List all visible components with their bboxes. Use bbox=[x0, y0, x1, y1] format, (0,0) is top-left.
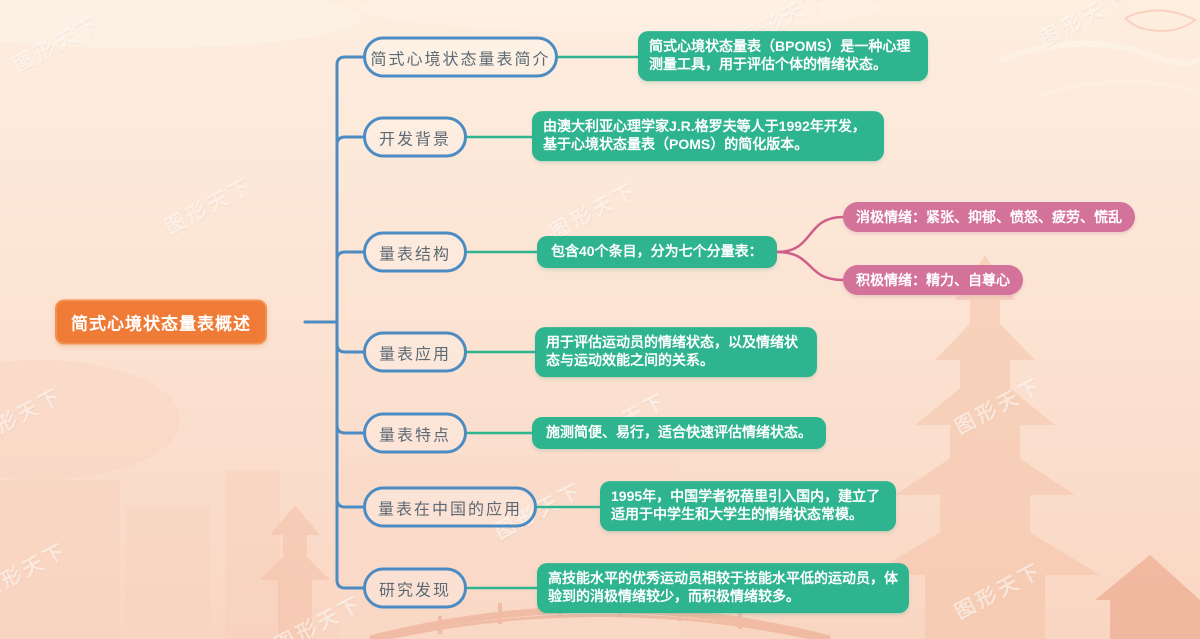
branch-node-background[interactable]: 开发背景 bbox=[363, 116, 467, 158]
detail-edges bbox=[465, 55, 640, 590]
sub-node-negative-emotions[interactable]: 消极情绪：紧张、抑郁、愤怒、疲劳、慌乱 bbox=[843, 202, 1135, 232]
sub-edges bbox=[775, 215, 845, 282]
branch-node-structure[interactable]: 量表结构 bbox=[363, 231, 467, 273]
branch-edges bbox=[303, 55, 365, 590]
branch-node-china[interactable]: 量表在中国的应用 bbox=[363, 486, 537, 528]
detail-box-structure[interactable]: 包含40个条目，分为七个分量表： bbox=[537, 236, 777, 268]
detail-box-application[interactable]: 用于评估运动员的情绪状态，以及情绪状态与运动效能之间的关系。 bbox=[535, 327, 817, 377]
detail-box-intro[interactable]: 简式心境状态量表（BPOMS）是一种心理测量工具，用于评估个体的情绪状态。 bbox=[638, 31, 928, 81]
detail-box-features[interactable]: 施测简便、易行，适合快速评估情绪状态。 bbox=[532, 417, 826, 449]
branch-node-application[interactable]: 量表应用 bbox=[363, 331, 467, 373]
detail-box-background[interactable]: 由澳大利亚心理学家J.R.格罗夫等人于1992年开发，基于心境状态量表（POMS… bbox=[532, 111, 884, 161]
root-node[interactable]: 简式心境状态量表概述 bbox=[55, 299, 267, 345]
detail-box-china[interactable]: 1995年，中国学者祝蓓里引入国内，建立了适用于中学生和大学生的情绪状态常模。 bbox=[600, 481, 896, 531]
sub-node-positive-emotions[interactable]: 积极情绪：精力、自尊心 bbox=[843, 265, 1023, 295]
branch-node-intro[interactable]: 简式心境状态量表简介 bbox=[363, 36, 558, 78]
branch-node-features[interactable]: 量表特点 bbox=[363, 412, 467, 454]
detail-box-findings[interactable]: 高技能水平的优秀运动员相较于技能水平低的运动员，体验到的消极情绪较少，而积极情绪… bbox=[537, 563, 909, 613]
branch-node-findings[interactable]: 研究发现 bbox=[363, 567, 467, 609]
